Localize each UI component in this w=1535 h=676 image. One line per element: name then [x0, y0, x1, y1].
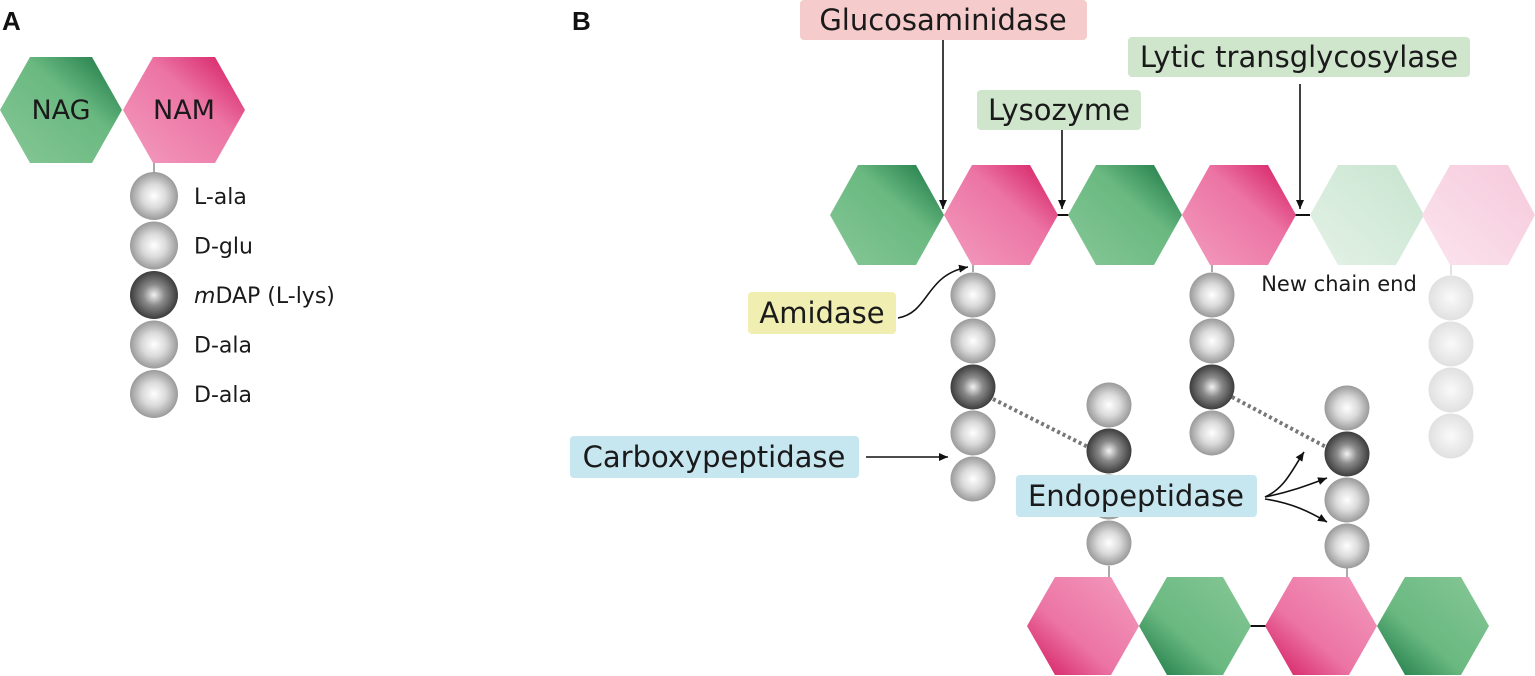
lysozyme-box — [977, 90, 1141, 130]
legend-residue-label-5: D-ala — [194, 383, 252, 408]
legend-residue-label-2: D-glu — [194, 235, 253, 260]
bottom-stem-2-residue-3 — [1324, 477, 1370, 523]
legend-residue-ball-2 — [130, 221, 178, 270]
legend-residue-ball-1 — [130, 172, 178, 220]
endopeptidase-arrow-1 — [1264, 451, 1305, 498]
amidase-arrow — [897, 264, 969, 319]
legend-residue-label-1: L-ala — [194, 185, 247, 210]
top-stem-faded-residue-1 — [1428, 275, 1474, 321]
new-chain-end-label: New chain end — [1261, 272, 1417, 296]
bottom-nam-1 — [1027, 577, 1139, 675]
bottom-stem-2-residue-4 — [1324, 523, 1370, 569]
bottom-stem-1-residue-1 — [1086, 382, 1132, 428]
panel-b-letter: B — [572, 6, 591, 36]
top-stem-2-residue-3 — [1189, 364, 1235, 410]
legend-residue-label-4: D-ala — [194, 334, 252, 359]
legend-residue-ball-4 — [130, 320, 178, 369]
top-stem-1-residue-1 — [950, 272, 996, 318]
bottom-nag-2 — [1377, 577, 1489, 675]
top-nam-2 — [1182, 165, 1296, 265]
top-stem-1-residue-4 — [950, 410, 996, 456]
nag-hexagon — [0, 57, 122, 163]
lytic-transglycosylase-box — [1128, 37, 1470, 77]
panel-a-letter: A — [2, 6, 21, 36]
nam-hexagon — [123, 57, 245, 163]
crosslink-1 — [992, 397, 1091, 450]
peptide-stems — [950, 272, 1474, 569]
top-stem-faded-residue-2 — [1428, 321, 1474, 367]
top-nag-faded — [1310, 165, 1424, 265]
legend-residue-label-3: mDAP (L-lys) — [194, 284, 335, 309]
endopeptidase-box — [1016, 475, 1257, 517]
top-nam-1 — [944, 165, 1058, 265]
top-nag-1 — [830, 165, 944, 265]
amidase-label: Amidase — [759, 296, 884, 330]
crosslink-2 — [1231, 395, 1329, 450]
glucosaminidase-box — [800, 0, 1087, 40]
lytic-transglycosylase-label: Lytic transglycosylase — [1140, 40, 1458, 74]
legend-residue-ball-3 — [130, 271, 178, 319]
legend-residue-ball-5 — [130, 370, 178, 418]
endopeptidase-arrow-2 — [1264, 477, 1328, 498]
bottom-stem-1-residue-4 — [1086, 520, 1132, 566]
nam-label: NAM — [153, 95, 215, 126]
top-stem-2-residue-2 — [1189, 318, 1235, 364]
top-stem-1-residue-2 — [950, 318, 996, 364]
amidase-box — [748, 292, 896, 334]
glucosaminidase-label: Glucosaminidase — [819, 3, 1066, 37]
bottom-nag-1 — [1139, 577, 1251, 675]
lysozyme-label: Lysozyme — [988, 93, 1130, 127]
top-nam-faded — [1422, 165, 1535, 265]
endopeptidase-label: Endopeptidase — [1028, 479, 1244, 513]
bottom-nam-2 — [1265, 577, 1377, 675]
carboxypeptidase-label: Carboxypeptidase — [583, 440, 846, 474]
top-stem-faded-residue-3 — [1428, 367, 1474, 413]
endopeptidase-arrow-3 — [1264, 498, 1328, 523]
top-stem-2-residue-1 — [1189, 272, 1235, 318]
top-stem-1-residue-3 — [950, 364, 996, 410]
nag-label: NAG — [31, 95, 90, 126]
top-stem-1-residue-5 — [950, 456, 996, 502]
top-nag-2 — [1068, 165, 1182, 265]
bottom-stem-2-residue-2 — [1324, 431, 1370, 477]
top-stem-2-residue-4 — [1189, 410, 1235, 456]
carboxypeptidase-box — [570, 436, 859, 478]
bottom-stem-1-residue-2 — [1086, 428, 1132, 474]
top-stem-faded-residue-4 — [1428, 413, 1474, 459]
bottom-stem-2-residue-1 — [1324, 385, 1370, 431]
legend-residue-prefix-3: m — [194, 284, 215, 309]
